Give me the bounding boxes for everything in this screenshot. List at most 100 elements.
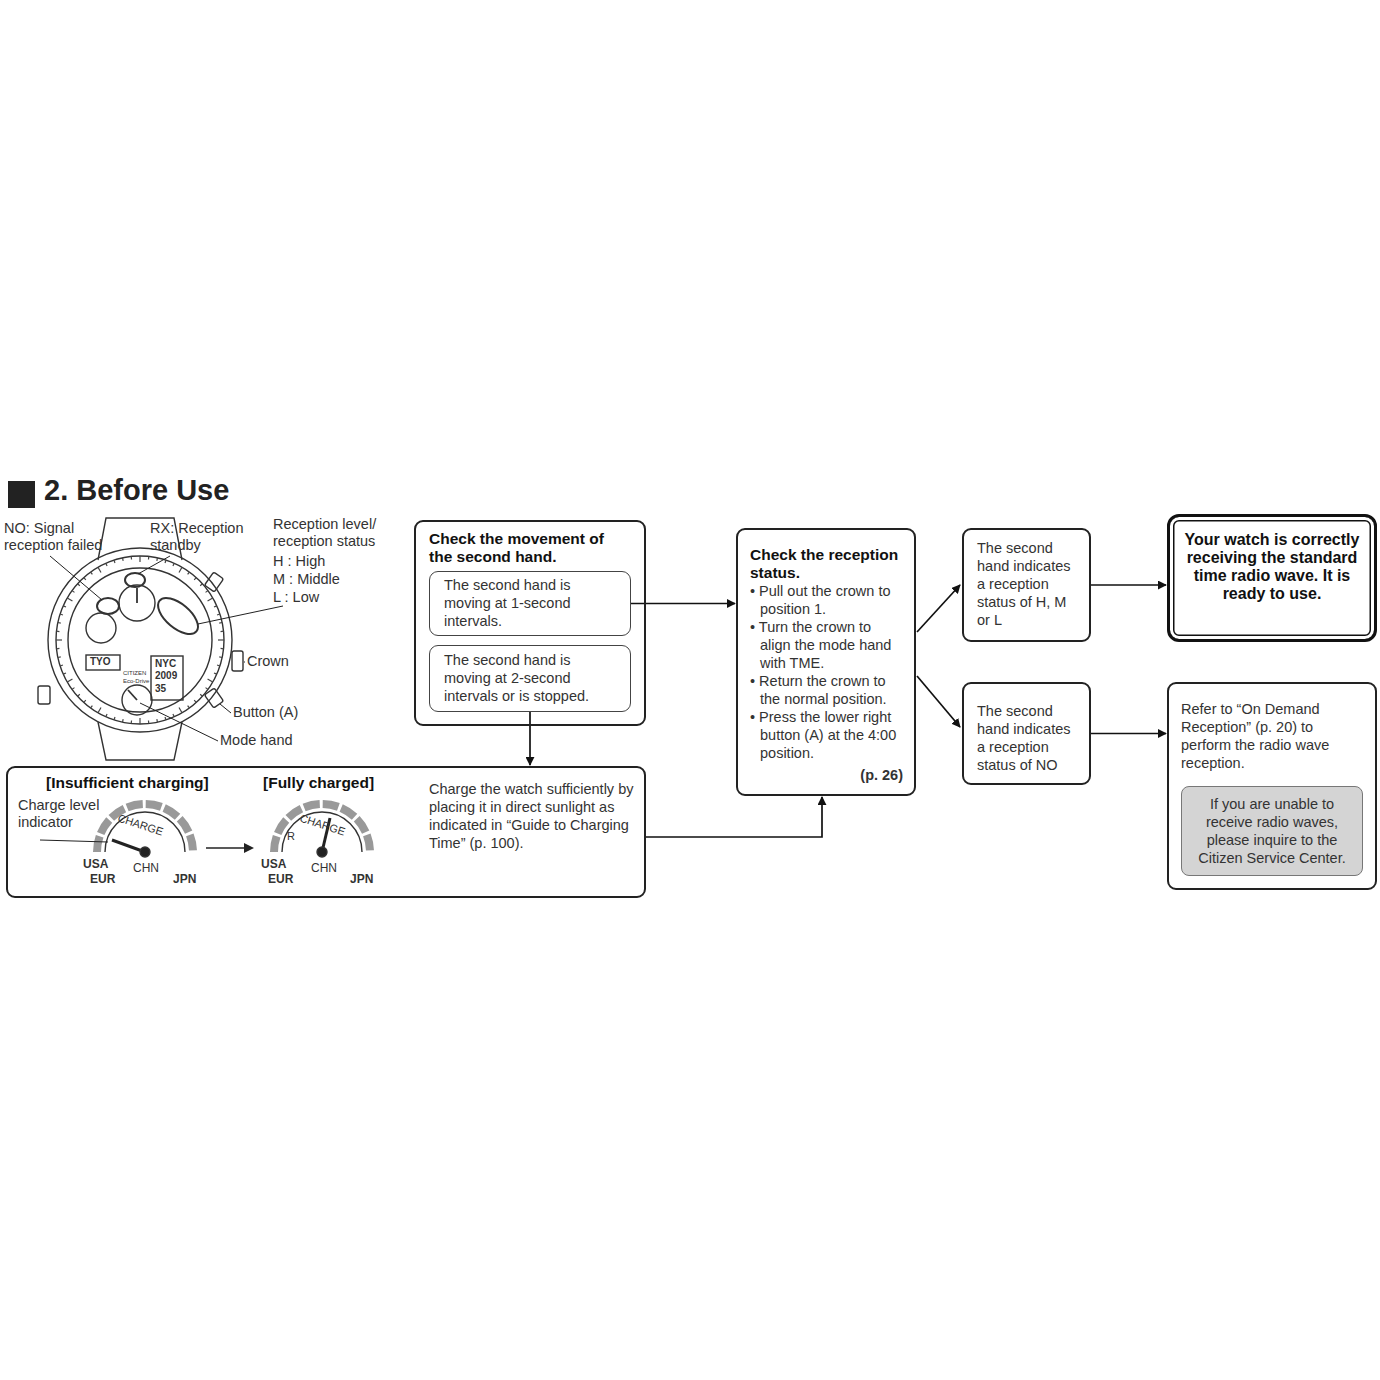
body-text: The second hand indicates a reception st… (977, 539, 1079, 629)
part-label: M : Middle (273, 571, 340, 588)
part-label: CHARGE (116, 812, 165, 839)
flow-arrow (917, 676, 960, 727)
heading-text: [Fully charged] (263, 774, 413, 792)
option-box: The second hand is moving at 2-second in… (429, 645, 631, 712)
part-label: Mode hand (220, 732, 293, 749)
page-title: 2. Before Use (44, 474, 229, 507)
part-label: R (287, 830, 295, 843)
warning-box: If you are unable to receive radio waves… (1181, 786, 1363, 876)
gauge-scale (97, 804, 193, 852)
result-box: The second hand indicates a reception st… (962, 528, 1091, 642)
heading-text: [Insufficient charging] (46, 774, 256, 792)
tick (221, 648, 224, 650)
tick (67, 598, 72, 601)
tick (206, 591, 208, 593)
watch-button-left (38, 686, 50, 704)
watch-subdial-top (119, 585, 155, 621)
body-text: Refer to “On Demand Reception” (p. 20) t… (1181, 700, 1363, 772)
tick (173, 714, 174, 717)
gauge-pivot (317, 847, 327, 857)
part-label: L : Low (273, 589, 319, 606)
body-text: The second hand is moving at 2-second in… (444, 651, 616, 705)
tick (206, 688, 208, 690)
flow-arrow (529, 712, 531, 765)
body-text: (p. 26) (750, 766, 903, 784)
tick (208, 598, 213, 601)
part-label: CHN (133, 861, 159, 875)
tick (58, 622, 61, 624)
part-label: EUR (268, 872, 293, 886)
tick (91, 706, 93, 708)
part-label: CHN (311, 861, 337, 875)
option-box: The second hand is moving at 1-second in… (429, 571, 631, 636)
body-text: The second hand is moving at 1-second in… (444, 576, 616, 630)
flow-arrow (1091, 584, 1166, 586)
tick (131, 721, 133, 724)
part-label: JPN (350, 872, 373, 886)
tick (98, 708, 101, 713)
tick (188, 706, 190, 708)
tick (106, 563, 107, 566)
level-mark (152, 591, 204, 640)
result-box: The second hand indicates a reception st… (962, 682, 1091, 785)
watch-subdial-left (86, 613, 116, 643)
tick (113, 717, 115, 720)
process-box: Check the movement of the second hand. Th… (414, 520, 646, 726)
title-square (8, 481, 35, 508)
part-label: RX: Reception standby (150, 520, 262, 553)
part-label: 2009 (155, 670, 177, 682)
tick (78, 584, 80, 586)
part-label: Eco-Drive (123, 677, 149, 685)
process-box: Check the reception status.• Pull out th… (736, 528, 916, 796)
tick (219, 622, 222, 624)
tick (164, 717, 166, 720)
heading-text: Check the movement of the second hand. (429, 530, 631, 566)
tick (164, 560, 166, 563)
tick (122, 719, 124, 722)
tick (217, 664, 220, 666)
tick (156, 719, 158, 722)
tick (221, 631, 224, 633)
watch-bezel (56, 556, 224, 724)
tick (91, 572, 93, 574)
tick (148, 721, 150, 724)
tick (84, 578, 86, 580)
part-label: Button (A) (233, 704, 298, 721)
part-label: TYO (90, 656, 111, 668)
body-text: • Return the crown to the normal positio… (750, 672, 903, 708)
part-label: Reception level/ reception status (273, 516, 391, 549)
flow-arrow (1091, 733, 1166, 735)
tick (60, 613, 63, 615)
tick (78, 694, 80, 696)
tick (200, 584, 202, 586)
watch-display-right (151, 656, 183, 700)
dial-ticks (56, 556, 224, 724)
part-label: USA (83, 857, 108, 871)
part-label: NYC (155, 658, 176, 670)
tick (63, 673, 66, 674)
part-label: 35 (155, 683, 166, 695)
note-box: Refer to “On Demand Reception” (p. 20) t… (1167, 682, 1377, 890)
gauge-arrowhead (244, 843, 254, 853)
watch-button-upper (204, 572, 223, 592)
part-label: EUR (90, 872, 115, 886)
tick (72, 688, 74, 690)
tick (179, 567, 182, 572)
gauge-arrow (206, 847, 244, 849)
body-text: Charge the watch sufficiently by placing… (429, 780, 634, 852)
body-text: • Press the lower right button (A) at th… (750, 708, 903, 762)
tick (84, 700, 86, 702)
tick (179, 708, 182, 713)
tick (194, 700, 196, 702)
tick (188, 572, 190, 574)
part-label: JPN (173, 872, 196, 886)
tick (218, 639, 224, 640)
tick (56, 648, 59, 650)
heading-text: Your watch is correctly receiving the st… (1182, 531, 1362, 603)
tick (106, 714, 107, 717)
leader-line (40, 840, 108, 842)
subdial-hand (136, 588, 138, 603)
watch-crown (232, 651, 243, 671)
